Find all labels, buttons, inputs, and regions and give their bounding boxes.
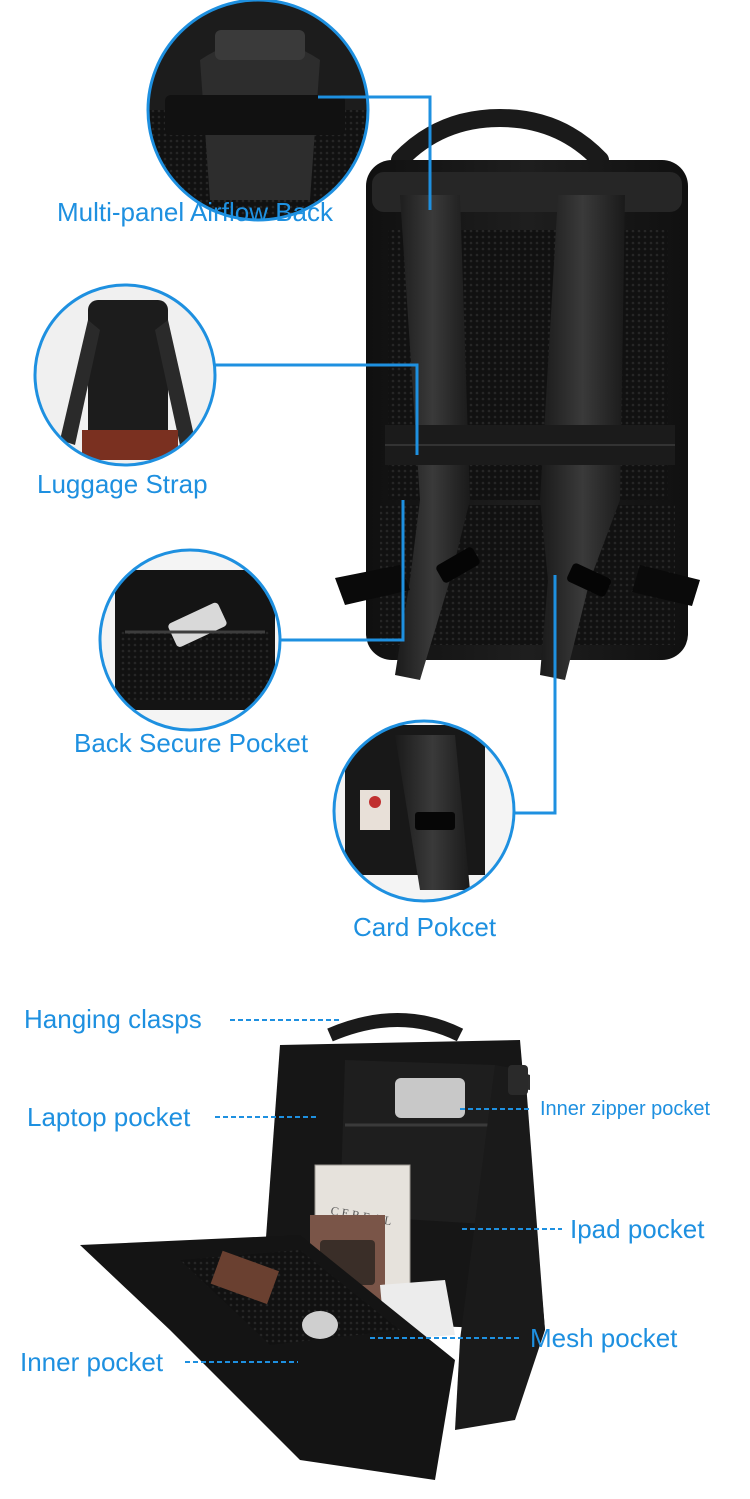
luggage-strap-detail-photo — [33, 283, 217, 467]
backpack-open-view: CEREAL — [80, 1013, 545, 1480]
backpack-back-view — [335, 108, 700, 680]
back-secure-pocket-label: Back Secure Pocket — [74, 728, 309, 758]
card-pocket-detail-photo — [332, 719, 516, 903]
luggage-strap-label: Luggage Strap — [37, 469, 208, 499]
inner-pocket-label: Inner pocket — [20, 1347, 164, 1377]
airflow-back-label: Multi-panel Airflow Back — [57, 197, 333, 227]
laptop-pocket-label: Laptop pocket — [27, 1102, 191, 1132]
mesh-pocket-label: Mesh pocket — [530, 1323, 678, 1353]
airflow-detail-photo — [146, 0, 370, 222]
hanging-clasps-label: Hanging clasps — [24, 1004, 202, 1034]
ipad-pocket-label: Ipad pocket — [570, 1214, 705, 1244]
top-leader-lines — [215, 95, 557, 815]
secure-pocket-detail-photo — [98, 548, 282, 732]
inner-zipper-pocket-label: Inner zipper pocket — [540, 1098, 711, 1120]
bottom-leader-lines — [185, 1019, 562, 1363]
card-pocket-label: Card Pokcet — [353, 912, 497, 942]
